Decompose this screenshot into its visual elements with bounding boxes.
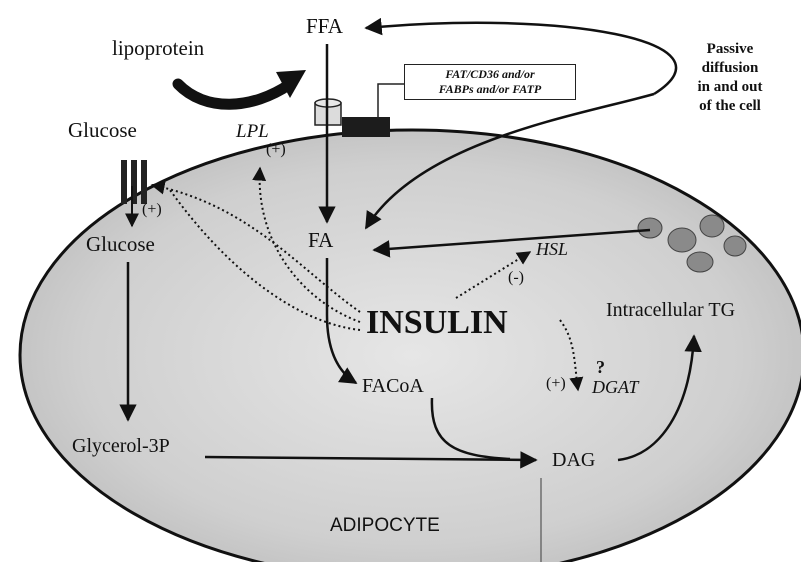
passive-diffusion-label: Passive diffusion in and out of the cell (670, 40, 790, 116)
fa-label: FA (308, 230, 333, 251)
dgat-question: ? (596, 358, 605, 376)
transporter-line-1: FAT/CD36 and/or (411, 67, 569, 82)
passive-diffusion-line-1: Passive (670, 40, 790, 59)
transporter-connector (378, 84, 404, 119)
transporter-line-2: FABPs and/or FATP (411, 82, 569, 97)
lipoprotein-arrow (178, 84, 290, 104)
transporter-box: FAT/CD36 and/or FABPs and/or FATP (404, 64, 576, 100)
insulin-label: INSULIN (366, 306, 508, 340)
lipoprotein-label: lipoprotein (112, 38, 204, 59)
dgat-label: DGAT (592, 378, 638, 396)
ffa-label: FFA (306, 16, 343, 37)
glucose-transporter (121, 160, 147, 204)
lpl-effect: (+) (266, 142, 286, 158)
dgat-effect: (+) (546, 376, 566, 392)
lpl-label: LPL (236, 122, 269, 141)
adipocyte-label: ADIPOCYTE (330, 516, 440, 535)
dag-label: DAG (552, 450, 595, 470)
glut-effect: (+) (142, 202, 162, 218)
passive-diffusion-line-3: in and out (670, 78, 790, 97)
glycerol-3p-label: Glycerol-3P (72, 436, 170, 456)
intracellular-tg-label: Intracellular TG (606, 300, 735, 320)
passive-diffusion-line-4: of the cell (670, 97, 790, 116)
hsl-label: HSL (536, 240, 568, 258)
facoa-label: FACoA (362, 376, 424, 396)
passive-diffusion-line-2: diffusion (670, 59, 790, 78)
hsl-effect: (-) (508, 270, 524, 286)
glucose-outside-label: Glucose (68, 120, 137, 141)
glucose-inside-label: Glucose (86, 234, 155, 255)
adipocyte-cell (20, 130, 801, 562)
